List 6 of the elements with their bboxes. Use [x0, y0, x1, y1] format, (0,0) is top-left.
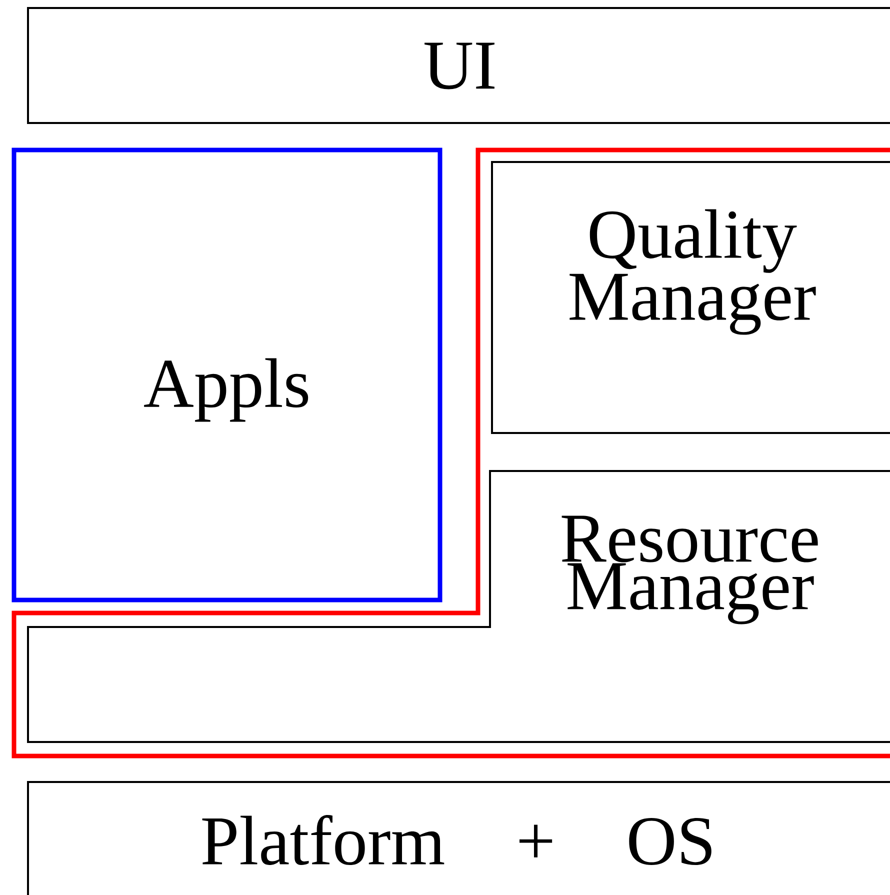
manager-box: Resource Manager	[27, 470, 890, 743]
layer-box: Platform + OS	[27, 781, 890, 895]
manager-box: Quality Manager	[491, 161, 890, 434]
application-box: Appls	[12, 148, 442, 602]
group-outline	[12, 148, 890, 758]
layer-box: UI	[27, 7, 890, 124]
